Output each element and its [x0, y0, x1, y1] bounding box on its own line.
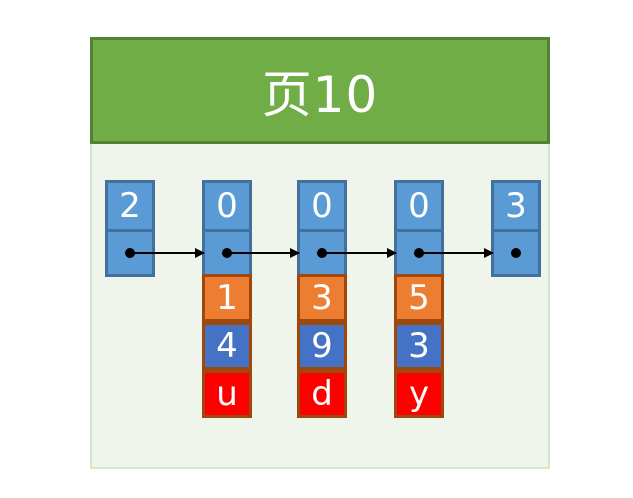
pointer-dot	[317, 248, 327, 258]
next-pointer-cell	[202, 229, 252, 277]
page-header: 页10	[90, 37, 550, 144]
next-pointer-cell	[394, 229, 444, 277]
record-header-cell: 0	[394, 180, 444, 232]
char-cell: y	[394, 370, 444, 418]
next-pointer-cell	[297, 229, 347, 277]
record-header-cell: 2	[105, 180, 155, 232]
pointer-dot	[125, 248, 135, 258]
value-cell: 9	[297, 322, 347, 370]
value-cell: 3	[394, 322, 444, 370]
char-cell: u	[202, 370, 252, 418]
record-header-cell: 0	[297, 180, 347, 232]
key-cell: 3	[297, 274, 347, 322]
next-pointer-cell	[105, 229, 155, 277]
pointer-dot	[222, 248, 232, 258]
pointer-dot	[414, 248, 424, 258]
next-pointer-cell	[491, 229, 541, 277]
pointer-dot	[511, 248, 521, 258]
char-cell: d	[297, 370, 347, 418]
record-header-cell: 3	[491, 180, 541, 232]
key-cell: 5	[394, 274, 444, 322]
value-cell: 4	[202, 322, 252, 370]
page-title: 页10	[261, 65, 379, 124]
key-cell: 1	[202, 274, 252, 322]
record-header-cell: 0	[202, 180, 252, 232]
